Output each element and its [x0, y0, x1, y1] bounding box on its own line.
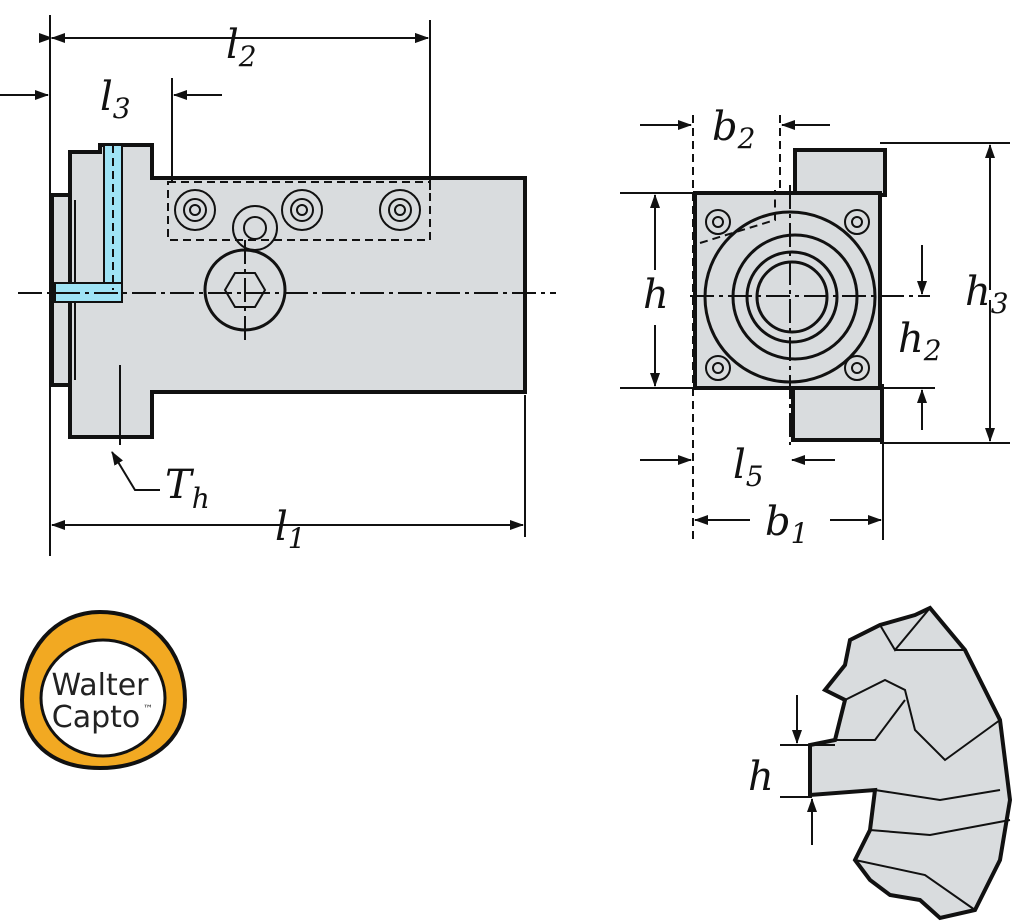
logo-line1: Walter [51, 668, 149, 703]
dim-l3: l3 [100, 74, 131, 125]
side-view: l2 l3 l1 Th [0, 15, 556, 556]
dim-h: h [643, 272, 669, 318]
front-square [693, 191, 882, 390]
logo-line2: Capto [52, 700, 141, 735]
bottom-tab [791, 384, 884, 442]
dim-h2: h2 [898, 316, 942, 367]
dim-l2: l2 [226, 22, 257, 73]
dim-b1: b1 [765, 499, 808, 550]
logo-trademark: ™ [143, 704, 153, 715]
holder-body [68, 143, 527, 439]
dim-h-profile: h [748, 754, 774, 800]
hex-socket-icon [223, 272, 267, 308]
corner-bolt-icons [705, 209, 870, 381]
bolt-pocket-outline [167, 181, 431, 241]
dim-l1: l1 [275, 504, 306, 555]
dim-th: Th [165, 462, 210, 515]
walter-capto-logo: Walter Capto ™ [19, 609, 188, 771]
profile-detail: h [748, 605, 1013, 921]
top-tab [793, 148, 887, 197]
front-view: b2 h h3 h2 l5 b1 [620, 104, 1010, 550]
dim-h3: h3 [965, 269, 1009, 320]
dim-b2: b2 [712, 104, 755, 155]
dim-l5: l5 [733, 442, 764, 493]
th-leader [111, 451, 160, 491]
